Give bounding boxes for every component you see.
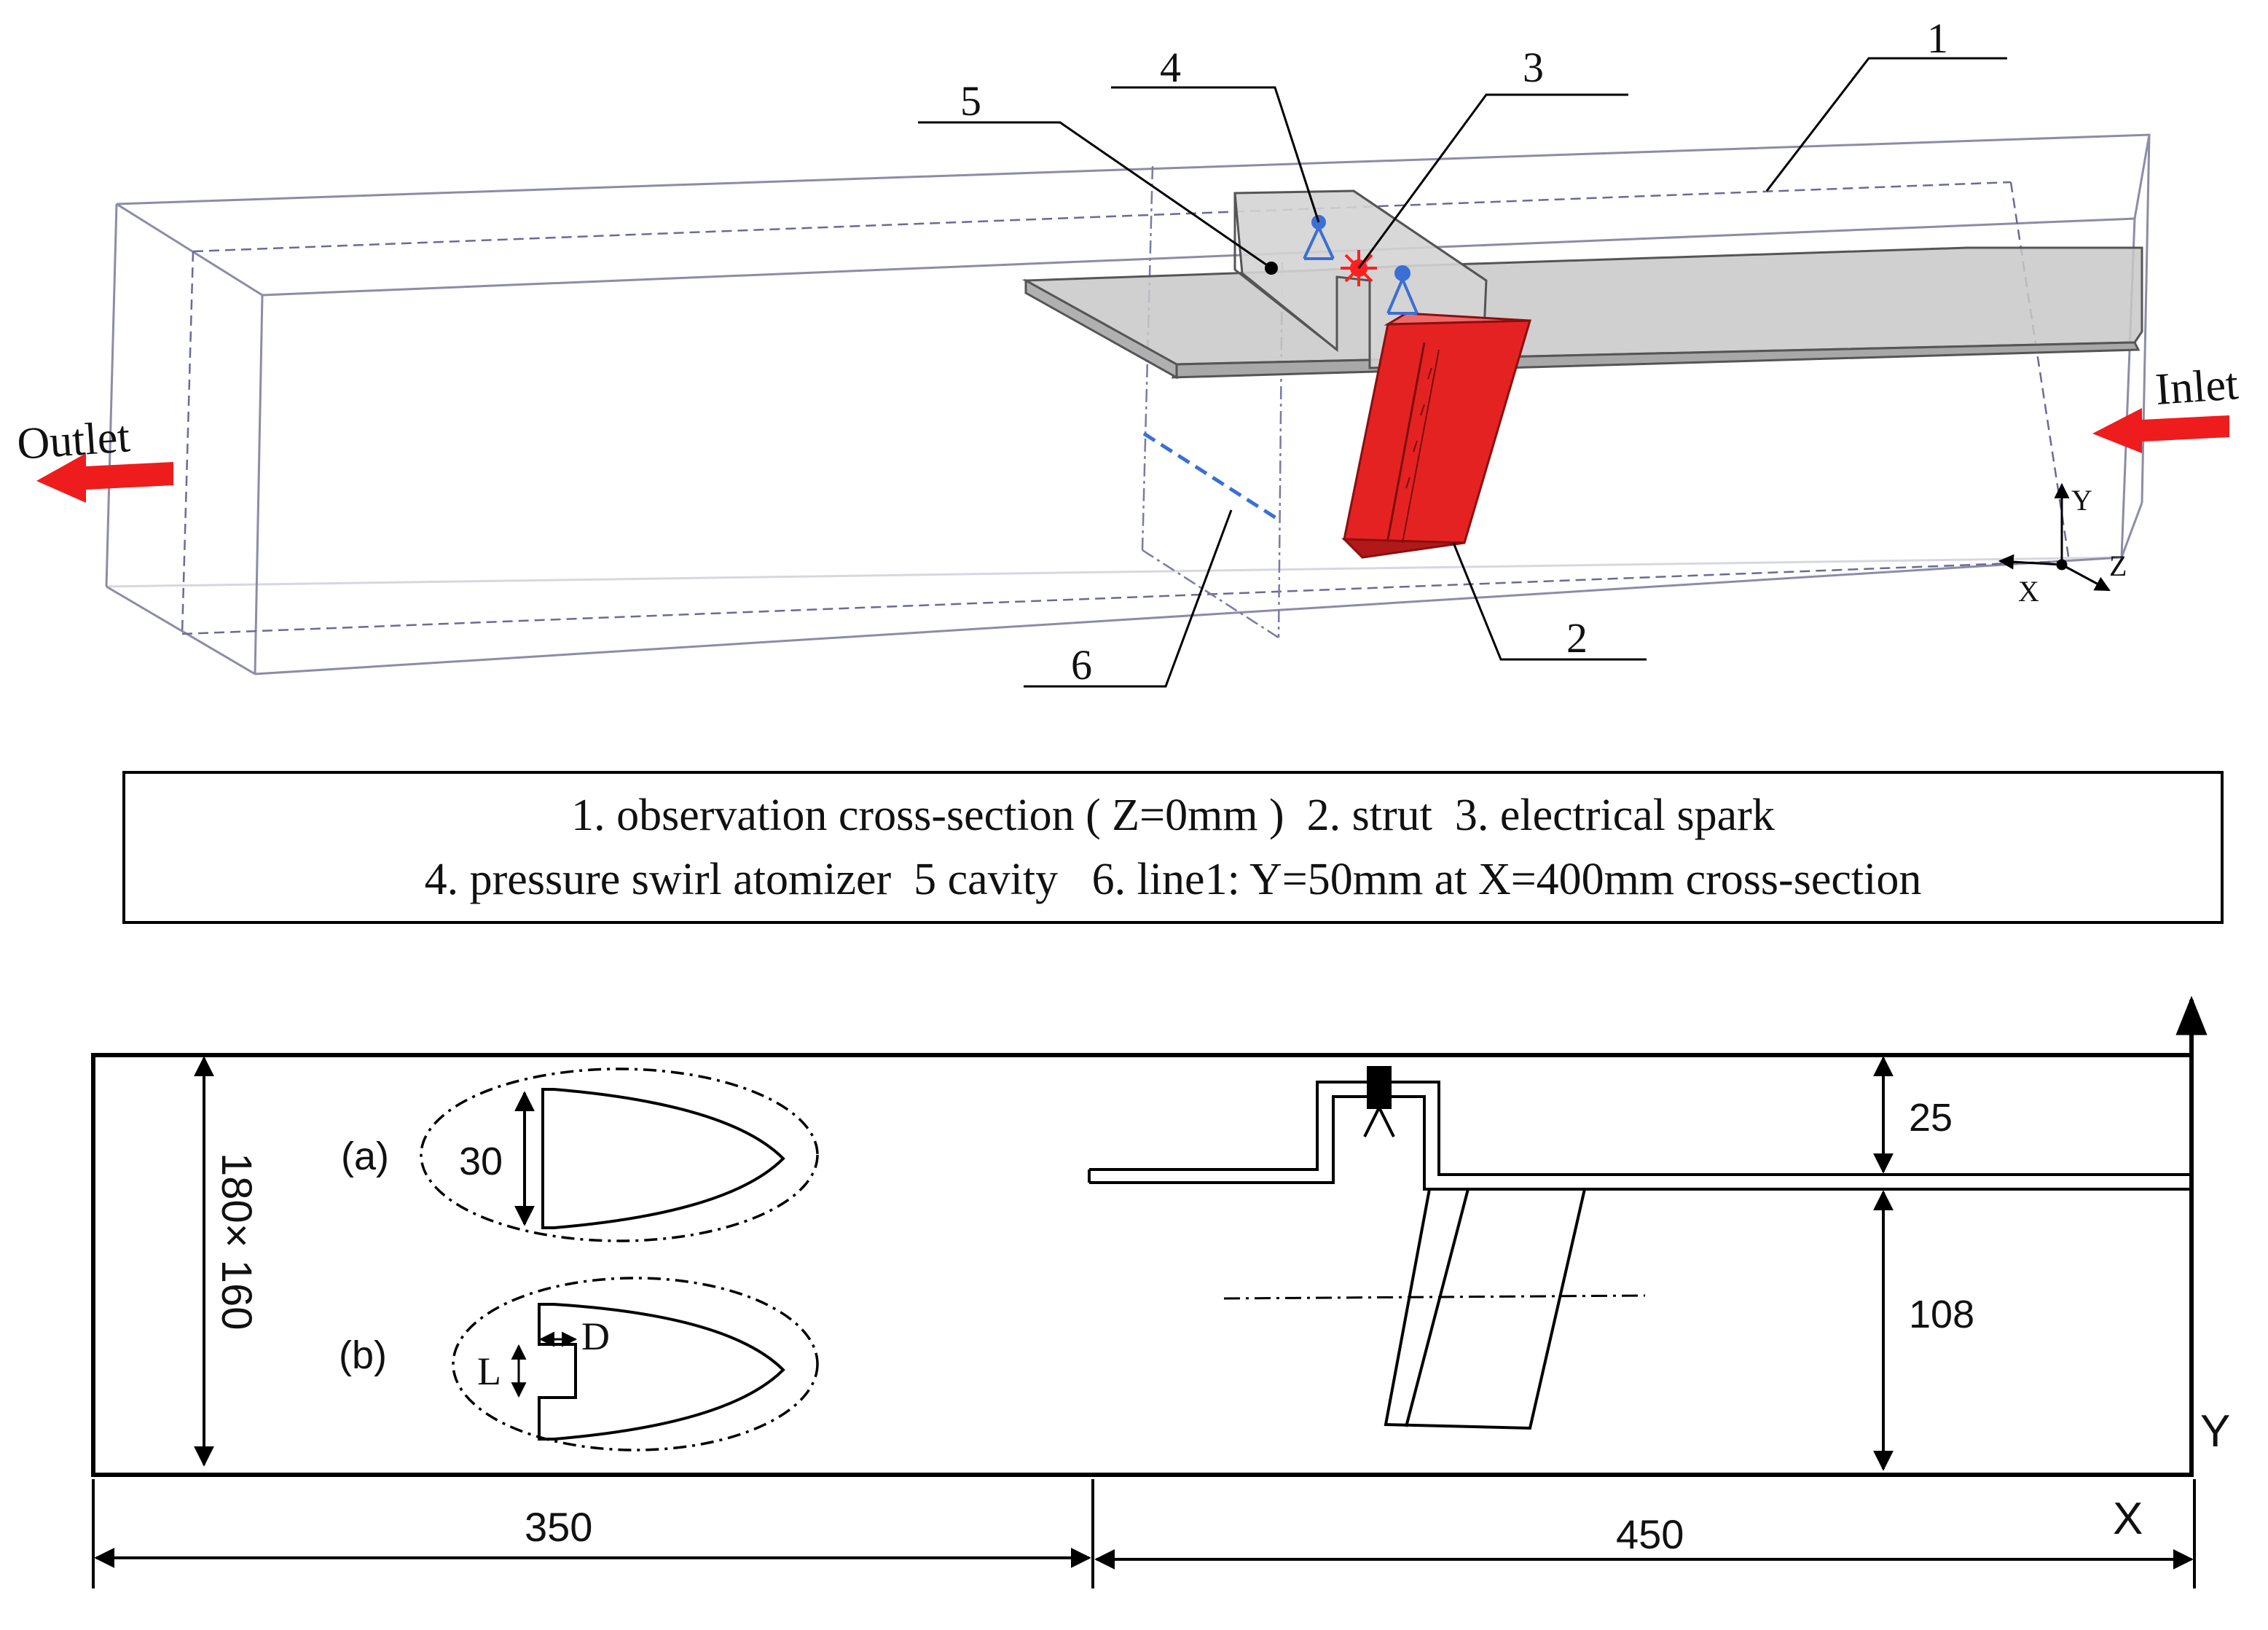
legend-line-2: 4. pressure swirl atomizer 5 cavity 6. l… [424,855,1922,904]
label-a: (a) [341,1135,389,1178]
observation-plane [181,181,2071,635]
outlet-arrow [36,453,173,503]
axis-triad [1998,482,2111,592]
inset-b: L D (b) [339,1277,819,1451]
dim-450: 450 [1616,1511,1684,1557]
side-view: Y X 180× 160 30 (a) L D (b) [91,995,2230,1588]
callout-1: 1 [1927,15,1948,62]
line1-centerline [1223,1294,1646,1300]
axis-x-label: X [2018,575,2039,608]
axis-z-label: Z [2109,549,2127,582]
callout-leaders [918,57,2007,688]
callout-4: 4 [1160,44,1181,91]
duct-wireframe [105,133,2151,675]
callout-3: 3 [1523,44,1544,91]
callout-5: 5 [960,77,981,125]
label-L: L [477,1349,501,1393]
axis-y-label: Y [2071,484,2092,517]
dim-350: 350 [525,1504,592,1550]
line1-dashed [1142,431,1282,523]
y-axis-label: Y [2200,1406,2230,1457]
dim-25: 25 [1909,1096,1953,1140]
height-dimension-label: 180× 160 [213,1153,260,1331]
strut-profile [1384,1188,1587,1430]
inlet-arrow [2092,408,2229,453]
x-axis-label: X [2113,1494,2143,1544]
cavity-plate [1021,189,2143,380]
label-D: D [581,1314,610,1358]
duct-outline [91,1053,2194,1477]
length-dimensions [92,1479,2196,1588]
inlet-label: Inlet [2154,359,2240,415]
inset-a: 30 (a) [341,1067,819,1242]
callout-6: 6 [1071,641,1092,689]
atomizer-icon [1303,215,1419,315]
cavity-profile [1088,1066,2189,1191]
atomizer-block [1367,1066,1392,1109]
isometric-view: 1 5 4 3 2 6 Outlet Inlet Y X Z [15,15,2240,689]
legend-line-1: 1. observation cross-section ( Z=0mm ) 2… [571,791,1775,840]
label-b: (b) [339,1333,387,1377]
dim-108: 108 [1909,1293,1974,1336]
outlet-label: Outlet [15,412,131,469]
legend-box: 1. observation cross-section ( Z=0mm ) 2… [122,771,2224,924]
callout-2: 2 [1566,614,1588,662]
strut-3d [1341,312,1532,559]
dim-30: 30 [459,1140,503,1183]
